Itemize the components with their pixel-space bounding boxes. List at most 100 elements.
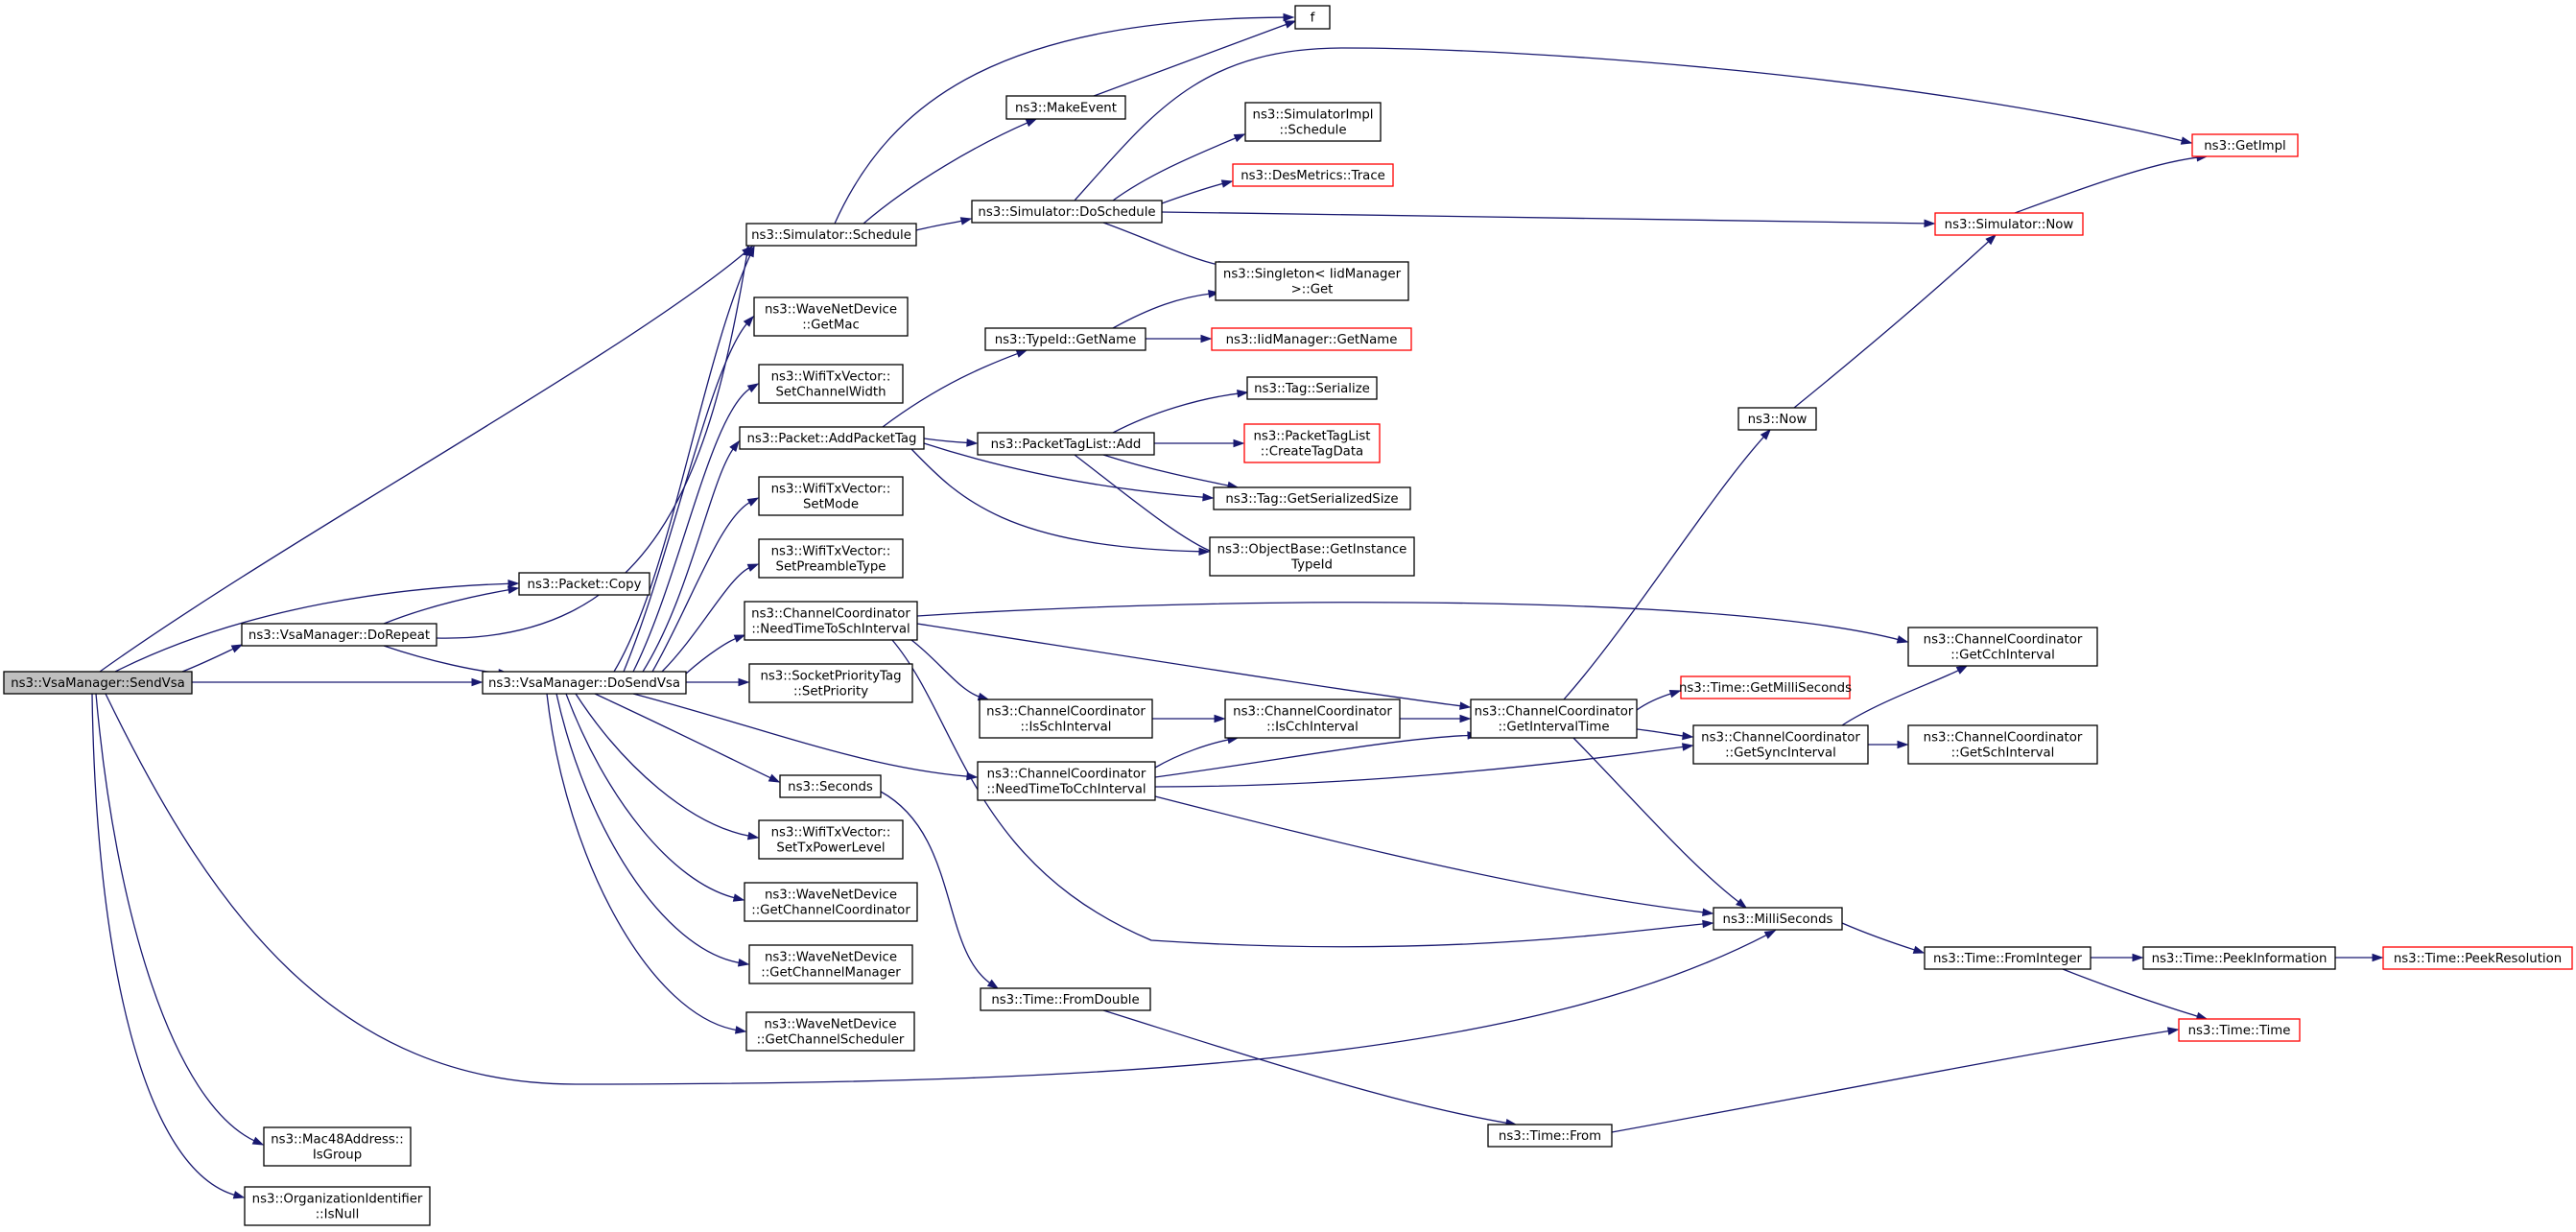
edge-line bbox=[891, 639, 1706, 948]
node-label: f bbox=[1311, 12, 1315, 26]
arrowhead bbox=[507, 585, 520, 595]
node-time_frominteger[interactable]: ns3::Time::FromInteger bbox=[1924, 946, 2092, 970]
arrowhead bbox=[2372, 953, 2384, 962]
edge-line bbox=[923, 442, 1206, 499]
edge-cc_needtimetosch-to-cc_getcchinterval bbox=[916, 602, 1909, 644]
node-wnd_getchannelmanager[interactable]: ns3::WaveNetDevice::GetChannelManager bbox=[748, 944, 913, 984]
edge-sim_doschedule-to-simimpl_schedule bbox=[1112, 133, 1246, 201]
node-tag_getserializedsize[interactable]: ns3::Tag::GetSerializedSize bbox=[1213, 486, 1411, 510]
edge-cc_getsyncinterval-to-cc_getcchinterval bbox=[1841, 665, 1969, 726]
node-cc_getsyncinterval[interactable]: ns3::ChannelCoordinator::GetSyncInterval bbox=[1692, 724, 1869, 765]
arrowhead bbox=[733, 634, 746, 643]
edge-line bbox=[916, 623, 1463, 707]
edge-line bbox=[632, 693, 970, 777]
node-box bbox=[779, 774, 882, 798]
edge-line bbox=[915, 220, 964, 231]
node-cc_needtimetocch[interactable]: ns3::ChannelCoordinator::NeedTimeToCchIn… bbox=[977, 761, 1156, 801]
node-desmetrics_trace[interactable]: ns3::DesMetrics::Trace bbox=[1232, 163, 1394, 187]
node-time_getmilliseconds[interactable]: ns3::Time::GetMilliSeconds bbox=[1679, 675, 1852, 699]
arrowhead bbox=[746, 563, 760, 572]
edge-sim_doschedule-to-desmetrics_trace bbox=[1161, 179, 1234, 204]
node-box bbox=[1692, 724, 1869, 765]
node-label: ns3::Time::PeekResolution bbox=[2394, 952, 2562, 966]
node-mac48_isgroup[interactable]: ns3::Mac48Address::IsGroup bbox=[263, 1126, 412, 1167]
edge-line bbox=[594, 693, 773, 780]
node-dorepeat[interactable]: ns3::VsaManager::DoRepeat bbox=[241, 623, 437, 647]
node-cc_getintervaltime[interactable]: ns3::ChannelCoordinator::GetIntervalTime bbox=[1470, 699, 1638, 739]
arrowhead bbox=[1912, 945, 1926, 954]
node-millis[interactable]: ns3::MilliSeconds bbox=[1713, 907, 1843, 931]
node-packet_copy[interactable]: ns3::Packet::Copy bbox=[518, 572, 650, 596]
node-singleton_get[interactable]: ns3::Singleton< IidManager >::Get bbox=[1215, 261, 1409, 301]
node-cc_getschinterval[interactable]: ns3::ChannelCoordinator::GetSchInterval bbox=[1907, 724, 2098, 765]
node-box bbox=[1224, 699, 1401, 739]
node-box bbox=[744, 882, 918, 922]
arrowhead bbox=[251, 1136, 265, 1146]
node-time_fromdouble[interactable]: ns3::Time::FromDouble bbox=[980, 987, 1151, 1011]
edge-line bbox=[642, 447, 735, 673]
node-sim_schedule[interactable]: ns3::Simulator::Schedule bbox=[745, 223, 917, 247]
edge-dosendvsa-to-wtx_settxpowerlevel bbox=[575, 693, 760, 841]
node-cc_iscchinterval[interactable]: ns3::ChannelCoordinator::IsCchInterval bbox=[1224, 699, 1401, 739]
node-cc_getcchinterval[interactable]: ns3::ChannelCoordinator::GetCchInterval bbox=[1907, 627, 2098, 667]
edge-line bbox=[1102, 1009, 1509, 1125]
node-wnd_getchannelscheduler[interactable]: ns3::WaveNetDevice::GetChannelScheduler bbox=[745, 1011, 915, 1052]
node-dosendvsa[interactable]: ns3::VsaManager::DoSendVsa bbox=[482, 671, 687, 695]
node-packet_addpackettag[interactable]: ns3::Packet::AddPacketTag bbox=[739, 426, 925, 450]
edge-sim_doschedule-to-sim_now bbox=[1161, 211, 1936, 228]
edge-cc_needtimetocch-to-cc_iscchinterval bbox=[1154, 735, 1240, 769]
node-label: ::GetCchInterval bbox=[1950, 649, 2055, 663]
node-typeid_getname[interactable]: ns3::TypeId::GetName bbox=[984, 327, 1146, 351]
edge-cc_getintervaltime-to-now bbox=[1563, 428, 1771, 700]
node-simimpl_schedule[interactable]: ns3::SimulatorImpl::Schedule bbox=[1244, 102, 1382, 142]
node-box bbox=[753, 296, 909, 337]
node-orgid_isnull[interactable]: ns3::OrganizationIdentifier::IsNull bbox=[244, 1186, 431, 1226]
node-getimpl[interactable]: ns3::GetImpl bbox=[2191, 133, 2299, 157]
node-label: ns3::Tag::Serialize bbox=[1254, 382, 1370, 396]
node-f[interactable]: f bbox=[1294, 5, 1331, 30]
node-iidmanager_getname[interactable]: ns3::IidManager::GetName bbox=[1211, 327, 1412, 351]
edge-time_from-to-time_time bbox=[1611, 1027, 2180, 1133]
edge-line bbox=[661, 566, 751, 673]
edge-sim_now-to-getimpl bbox=[2014, 153, 2209, 214]
node-label: IsGroup bbox=[313, 1149, 362, 1163]
node-time_time[interactable]: ns3::Time::Time bbox=[2178, 1018, 2301, 1042]
node-time_peekresolution[interactable]: ns3::Time::PeekResolution bbox=[2382, 946, 2573, 970]
node-sendvsa[interactable]: ns3::VsaManager::SendVsa bbox=[3, 671, 193, 695]
edge-line bbox=[910, 448, 1202, 553]
arrowhead bbox=[743, 315, 754, 327]
node-label: ns3::Tag::GetSerializedSize bbox=[1225, 492, 1398, 507]
edge-cc_iscchinterval-to-cc_getintervaltime bbox=[1399, 714, 1472, 723]
edge-line bbox=[1154, 738, 1231, 769]
node-sim_now[interactable]: ns3::Simulator::Now bbox=[1934, 212, 2084, 236]
node-sim_doschedule[interactable]: ns3::Simulator::DoSchedule bbox=[971, 200, 1163, 224]
node-wtx_settxpowerlevel[interactable]: ns3::WifiTxVector::SetTxPowerLevel bbox=[758, 819, 904, 860]
edge-dosendvsa-to-wtx_setmode bbox=[651, 497, 760, 673]
node-box bbox=[1209, 536, 1415, 577]
edge-cc_needtimetosch-to-cc_isschinterval bbox=[910, 639, 990, 701]
node-ptl_createtagdata[interactable]: ns3::PacketTagList::CreateTagData bbox=[1243, 423, 1381, 463]
node-makeevent[interactable]: ns3::MakeEvent bbox=[1005, 95, 1126, 120]
node-time_from[interactable]: ns3::Time::From bbox=[1487, 1124, 1613, 1148]
node-time_peekinformation[interactable]: ns3::Time::PeekInformation bbox=[2142, 946, 2336, 970]
node-sockprio_setpriority[interactable]: ns3::SocketPriorityTag::SetPriority bbox=[748, 663, 913, 703]
node-wtx_setpreambletype[interactable]: ns3::WifiTxVector::SetPreambleType bbox=[758, 538, 904, 579]
edge-packet_addpackettag-to-objectbase_getinstancetypeid bbox=[910, 448, 1211, 557]
arrowhead bbox=[1233, 133, 1246, 143]
node-wnd_getmac[interactable]: ns3::WaveNetDevice::GetMac bbox=[753, 296, 909, 337]
node-wtx_setchannelwidth[interactable]: ns3::WifiTxVector::SetChannelWidth bbox=[758, 364, 904, 404]
edge-line bbox=[436, 252, 748, 639]
node-ptl_add[interactable]: ns3::PacketTagList::Add bbox=[977, 432, 1155, 456]
arrowhead bbox=[966, 438, 979, 447]
node-tag_serialize[interactable]: ns3::Tag::Serialize bbox=[1246, 376, 1378, 400]
node-cc_isschinterval[interactable]: ns3::ChannelCoordinator::IsSchInterval bbox=[979, 699, 1153, 739]
node-wtx_setmode[interactable]: ns3::WifiTxVector::SetMode bbox=[758, 476, 904, 516]
node-box bbox=[1487, 1124, 1613, 1148]
node-wnd_getchannelcoordinator[interactable]: ns3::WaveNetDevice::GetChannelCoordinato… bbox=[744, 882, 918, 922]
node-cc_needtimetosch[interactable]: ns3::ChannelCoordinator::NeedTimeToSchIn… bbox=[744, 601, 918, 641]
node-now[interactable]: ns3::Now bbox=[1737, 407, 1817, 431]
node-seconds[interactable]: ns3::Seconds bbox=[779, 774, 882, 798]
edge-dosendvsa-to-sockprio_setpriority bbox=[686, 677, 750, 687]
arrowhead bbox=[1924, 219, 1936, 228]
